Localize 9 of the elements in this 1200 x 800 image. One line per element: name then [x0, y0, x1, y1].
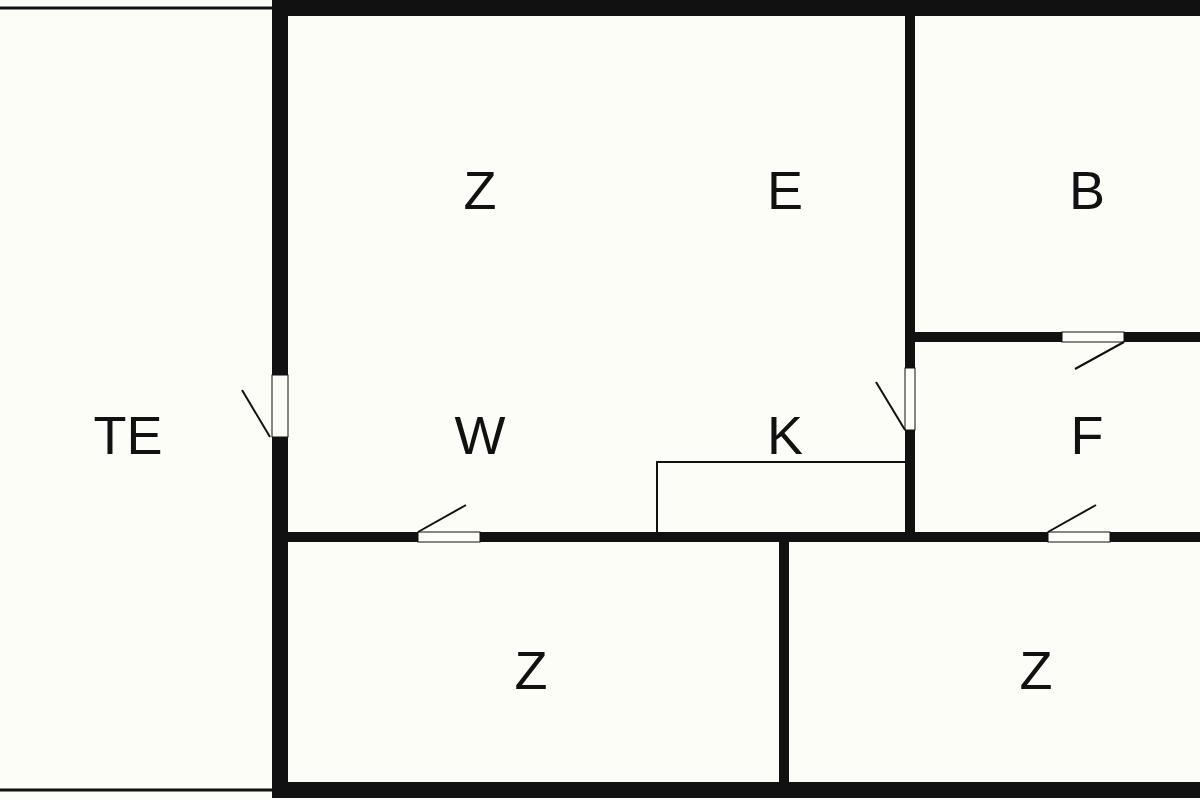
room-label: W — [454, 408, 506, 462]
room-label: B — [1069, 163, 1105, 217]
room-label: Z — [514, 643, 548, 697]
room-label: Z — [463, 163, 497, 217]
room-label: Z — [1019, 643, 1053, 697]
room-label: K — [767, 408, 803, 462]
room-label: F — [1070, 408, 1104, 462]
room-label: E — [767, 163, 803, 217]
room-label: TE — [93, 408, 163, 462]
